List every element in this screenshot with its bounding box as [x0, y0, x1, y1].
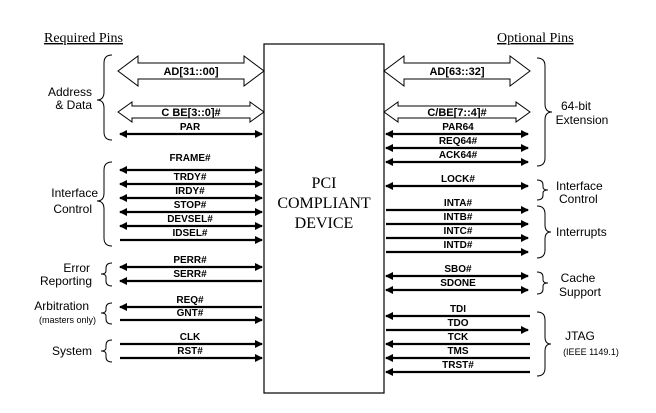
bus-label-cbe-3-0: C BE[3::0]# — [161, 107, 220, 119]
group-label-64bit-extension-2: Extension — [556, 113, 609, 127]
group-label-interface-control-2: Control — [53, 202, 92, 216]
pin-label-tms: TMS — [447, 346, 468, 357]
pin-label-trdy: TRDY# — [174, 172, 207, 183]
group-label-jtag-1: JTAG — [565, 329, 595, 343]
brace-64bit-extension — [536, 57, 553, 167]
pin-label-intd: INTD# — [444, 240, 473, 251]
pin-label-trst: TRST# — [442, 360, 474, 371]
pin-label-perr: PERR# — [173, 255, 207, 266]
group-label-interface-control-opt-1: Interface — [556, 179, 603, 193]
group-label-error-reporting-1: Error — [63, 261, 90, 275]
pin-label-inta: INTA# — [444, 198, 473, 209]
group-label-jtag-2: (IEEE 1149.1) — [563, 347, 619, 357]
group-label-cache-support-2: Support — [559, 285, 602, 299]
pin-label-lock: LOCK# — [441, 174, 475, 185]
brace-address-data — [96, 54, 113, 141]
bus-label-cbe-7-4: C/BE[7::4]# — [427, 107, 486, 119]
device-box — [263, 43, 385, 394]
group-label-interface-control-1: Interface — [51, 186, 98, 200]
group-label-cache-support-1: Cache — [561, 271, 596, 285]
group-label-system: System — [52, 344, 92, 358]
pin-label-par64: PAR64 — [442, 122, 474, 133]
bus-ad-31-00 — [117, 55, 265, 87]
pin-label-ack64: ACK64# — [439, 150, 478, 161]
bus-ad-63-32 — [383, 55, 531, 87]
pin-label-tdi: TDI — [450, 304, 466, 315]
pin-label-tdo: TDO — [447, 318, 468, 329]
pin-label-idsel: IDSEL# — [172, 228, 207, 239]
bus-label-ad-63-32: AD[63::32] — [429, 66, 484, 78]
brace-interrupts — [536, 205, 552, 259]
left-pin-lines: PAR FRAME# TRDY# IRDY# STOP# DEVSEL# IDS… — [119, 122, 263, 362]
pin-label-irdy: IRDY# — [175, 186, 205, 197]
group-label-interrupts: Interrupts — [556, 225, 607, 239]
brace-cache-support — [536, 271, 549, 295]
group-label-arbitration-1: Arbitration — [34, 299, 89, 313]
group-label-error-reporting-2: Reporting — [40, 274, 92, 288]
brace-interface-control-opt — [536, 179, 549, 201]
pin-label-rst: RST# — [177, 346, 203, 357]
pin-label-devsel: DEVSEL# — [167, 214, 213, 225]
right-pin-lines: PAR64 REQ64# ACK64# LOCK# INTA# INTB# IN… — [385, 122, 530, 376]
pin-label-sdone: SDONE — [440, 278, 476, 289]
bus-cbe-3-0 — [117, 101, 265, 123]
brace-interface-control — [96, 161, 113, 247]
optional-pins-heading: Optional Pins — [497, 31, 574, 46]
brace-jtag — [536, 311, 552, 377]
brace-error-reporting — [100, 262, 113, 287]
group-label-address-data-1: Address — [48, 85, 92, 99]
pin-label-intb: INTB# — [444, 212, 473, 223]
brace-arbitration — [100, 302, 113, 325]
pin-label-req64: REQ64# — [439, 136, 478, 147]
brace-system — [100, 339, 113, 363]
pin-label-req: REQ# — [176, 295, 204, 306]
pin-label-par: PAR — [180, 122, 201, 133]
bus-label-ad-31-00: AD[31::00] — [163, 66, 218, 78]
pin-label-serr: SERR# — [173, 269, 207, 280]
device-label-line-3: DEVICE — [295, 215, 354, 232]
group-label-address-data-2: & Data — [55, 98, 92, 112]
pin-label-tck: TCK — [448, 332, 469, 343]
pin-label-intc: INTC# — [444, 226, 473, 237]
pin-label-gnt: GNT# — [177, 308, 204, 319]
required-pins-heading: Required Pins — [44, 31, 123, 46]
device-label-line-2: COMPLIANT — [277, 195, 371, 212]
group-label-64bit-extension-1: 64-bit — [561, 99, 592, 113]
device-label-line-1: PCI — [312, 175, 337, 192]
pin-label-clk: CLK — [180, 332, 201, 343]
bus-cbe-7-4 — [383, 101, 531, 123]
pin-label-sbo: SBO# — [444, 264, 472, 275]
pin-label-frame: FRAME# — [169, 153, 211, 164]
group-label-interface-control-opt-2: Control — [559, 192, 598, 206]
pin-label-stop: STOP# — [174, 200, 207, 211]
group-label-arbitration-2: (masters only) — [39, 315, 96, 325]
